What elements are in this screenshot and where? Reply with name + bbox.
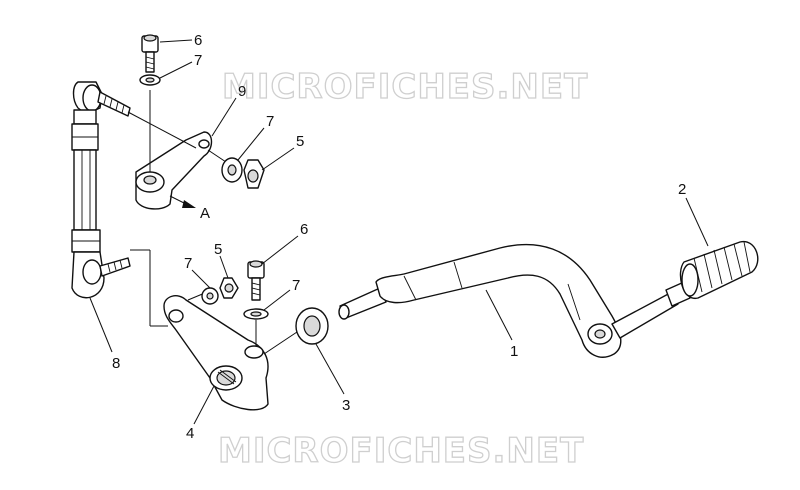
spacer-ring-3 [295,307,329,345]
watermark-top: MICROFICHES.NET [222,67,588,107]
callout-5-lower: 5 [214,241,222,258]
lever-washer-7b [243,308,269,320]
callout-3: 3 [342,397,350,414]
view-letter-a: A [200,205,210,222]
lever-nut-5 [219,277,239,299]
bracket-nut-5 [243,159,265,189]
callout-6-lower: 6 [300,221,308,238]
gear-lever-1 [338,243,691,358]
callout-8: 8 [112,355,120,372]
callout-6-top: 6 [194,32,202,49]
callout-7-lower-left: 7 [184,255,192,272]
bracket-washer-7 [221,157,243,183]
callout-2: 2 [678,181,686,198]
lever-screw-6 [247,260,265,301]
top-washer-7 [139,74,161,86]
linkage-rod [71,81,131,299]
callout-7-lower-right: 7 [292,277,300,294]
callout-9: 9 [238,83,246,100]
callout-1: 1 [510,343,518,360]
lower-lever-4 [130,249,301,411]
top-screw-6 [141,34,159,73]
lever-washer-7 [201,287,219,305]
view-arrow-a: A [169,195,210,222]
leader-lines [89,39,709,425]
callout-7-bracket: 7 [266,113,274,130]
callout-7-top: 7 [194,52,202,69]
upper-bracket-9 [127,90,233,210]
callout-5-bracket: 5 [296,133,304,150]
watermark-bottom: MICROFICHES.NET [218,431,584,471]
pedal-rubber-2 [679,241,759,299]
callout-4: 4 [186,425,194,442]
